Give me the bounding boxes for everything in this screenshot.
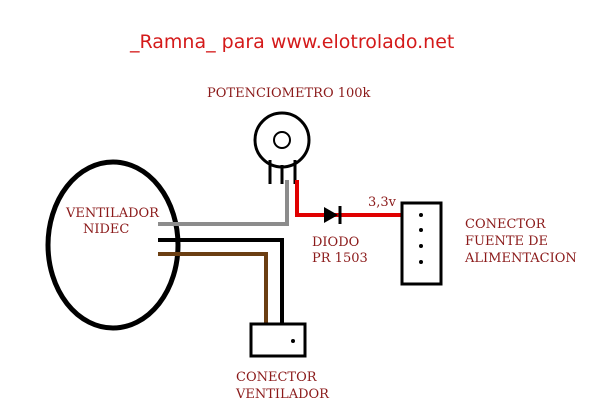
wire-brown bbox=[158, 252, 268, 348]
psu-connector-pin-4 bbox=[419, 260, 423, 264]
fan-label-line1: VENTILADOR bbox=[65, 206, 160, 221]
psu-connector-pin-2 bbox=[419, 228, 423, 232]
wire-black bbox=[158, 238, 284, 348]
psu-connector-label-line2: FUENTE DE bbox=[465, 234, 548, 249]
psu-connector-pin-3 bbox=[419, 244, 423, 248]
fan-connector-label-line2: VENTILADOR bbox=[235, 387, 330, 402]
psu-connector-label-line1: CONECTOR bbox=[465, 217, 547, 232]
fan-connector bbox=[249, 322, 307, 358]
diagram-title: _Ramna_ para www.elotrolado.net bbox=[129, 31, 454, 53]
potentiometer-label: POTENCIOMETRO 100k bbox=[207, 86, 371, 101]
psu-connector-pin-1 bbox=[419, 213, 423, 217]
diode-label-line2: PR 1503 bbox=[312, 251, 368, 266]
diode-symbol bbox=[324, 207, 338, 223]
voltage-label: 3,3v bbox=[368, 195, 397, 210]
fan-connector-label-line1: CONECTOR bbox=[236, 370, 318, 385]
diode-label-line1: DIODO bbox=[312, 235, 359, 250]
fan-connector-pin bbox=[291, 339, 295, 343]
fan-body bbox=[45, 159, 181, 331]
potentiometer-knob bbox=[273, 131, 291, 149]
wire-red bbox=[295, 180, 414, 217]
fan-label-line2: NIDEC bbox=[83, 222, 129, 237]
psu-connector-label-line3: ALIMENTACION bbox=[464, 251, 577, 266]
wire-gray bbox=[158, 180, 289, 226]
